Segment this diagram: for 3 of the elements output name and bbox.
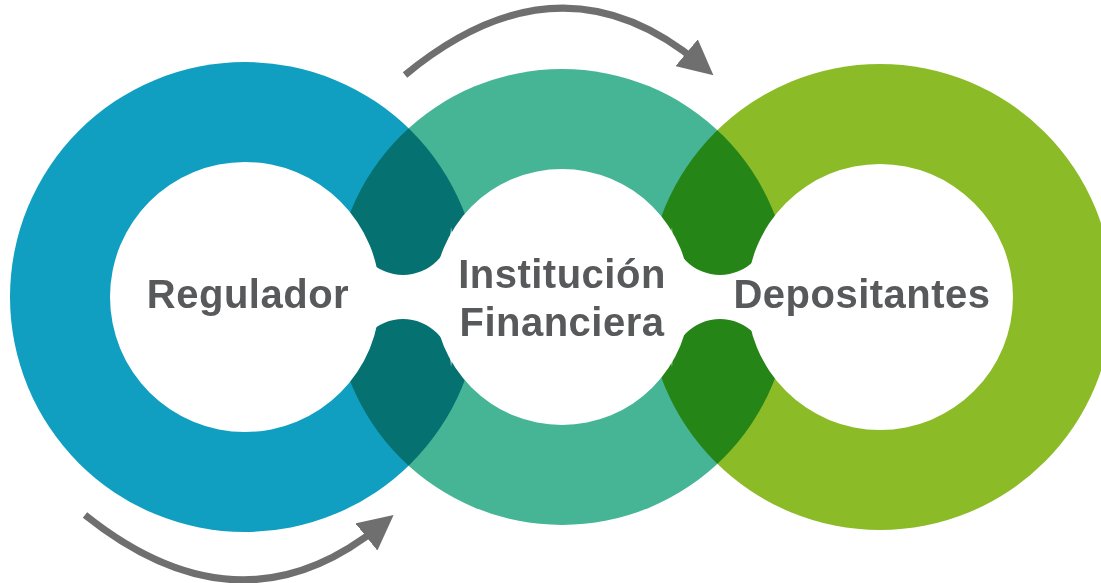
ring-label: Regulador xyxy=(145,271,351,318)
ring-label: Depositantes xyxy=(732,271,992,318)
ring-label: Institución Financiera xyxy=(457,251,667,346)
